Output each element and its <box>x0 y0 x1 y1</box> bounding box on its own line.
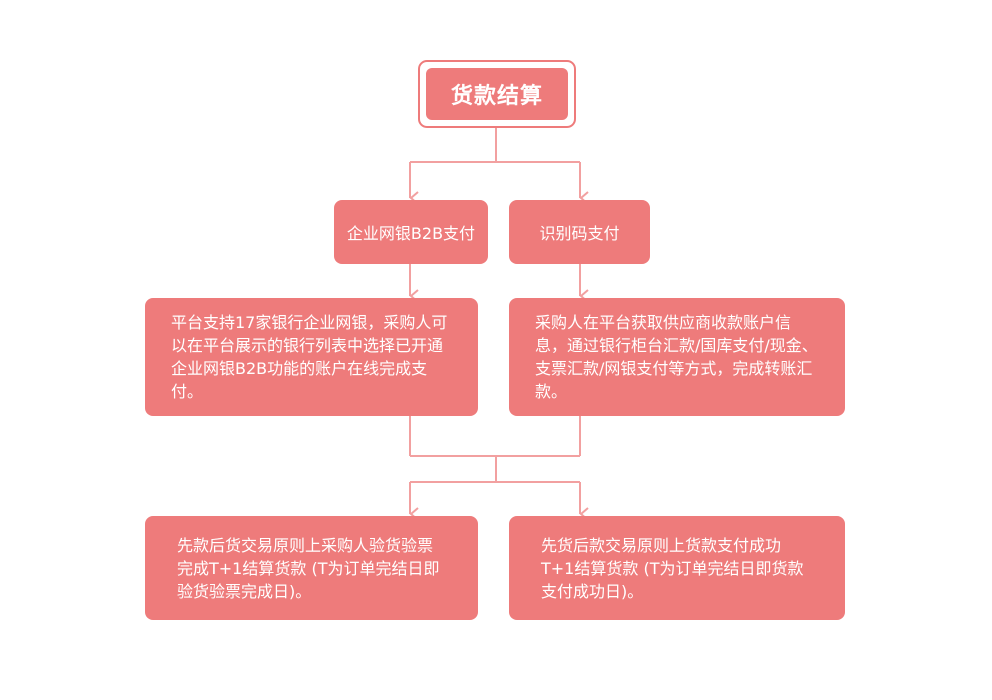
title-label: 货款结算 <box>450 84 543 109</box>
description-text-b2b: 平台支持17家银行企业网银，采购人可以在平台展示的银行列表中选择已开通企业网银B… <box>171 313 448 401</box>
description-node-code: 采购人在平台获取供应商收款账户信息，通过银行柜台汇款/国库支付/现金、支票汇款/… <box>509 298 845 416</box>
result-node-goods-first: 先货后款交易原则上货款支付成功T+1结算货款 (T为订单完结日即货款支付成功日)… <box>509 516 845 620</box>
branch-node-code: 识别码支付 <box>509 200 650 264</box>
result-text-pay-first: 先款后货交易原则上采购人验货验票完成T+1结算货款 (T为订单完结日即验货验票完… <box>177 535 440 601</box>
branch-node-b2b: 企业网银B2B支付 <box>334 200 488 264</box>
description-text-code: 采购人在平台获取供应商收款账户信息，通过银行柜台汇款/国库支付/现金、支票汇款/… <box>535 313 818 401</box>
result-text-goods-first: 先货后款交易原则上货款支付成功T+1结算货款 (T为订单完结日即货款支付成功日)… <box>541 535 804 601</box>
branch-label-code: 识别码支付 <box>539 224 620 243</box>
branch-label-b2b: 企业网银B2B支付 <box>346 224 476 243</box>
title-node: 货款结算 <box>426 68 568 120</box>
description-node-b2b: 平台支持17家银行企业网银，采购人可以在平台展示的银行列表中选择已开通企业网银B… <box>145 298 478 416</box>
result-node-pay-first: 先款后货交易原则上采购人验货验票完成T+1结算货款 (T为订单完结日即验货验票完… <box>145 516 478 620</box>
